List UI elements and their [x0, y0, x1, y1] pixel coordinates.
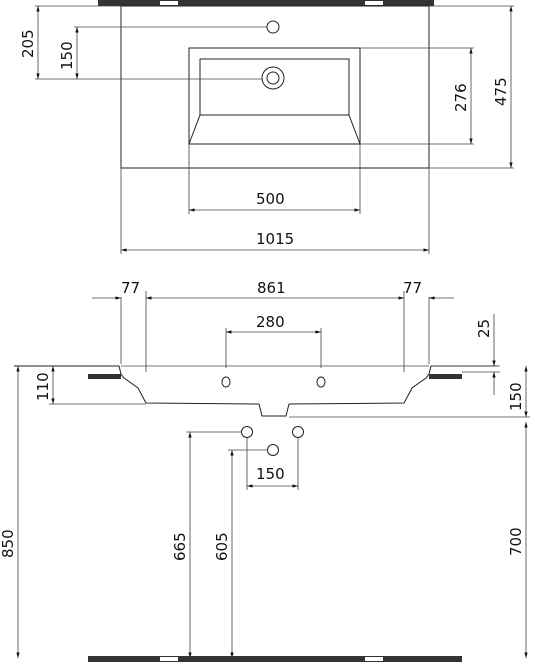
tap-hole-right-icon — [316, 376, 326, 388]
vanity-profile — [14, 365, 497, 405]
dim-25: 25 — [475, 319, 493, 338]
dim-280: 280 — [256, 313, 285, 331]
wall-right — [429, 374, 462, 379]
floor — [88, 656, 462, 662]
dim-110: 110 — [34, 372, 52, 401]
drain-icon — [261, 66, 285, 90]
drain-outlet — [258, 403, 290, 417]
dim-205: 205 — [19, 29, 37, 58]
basin-outer — [188, 47, 361, 145]
wall-top — [98, 0, 434, 6]
dim-500: 500 — [256, 190, 285, 208]
dim-861: 861 — [257, 279, 286, 297]
front-view: 77 861 77 280 25 110 150 — [0, 279, 530, 662]
tap-hole-left-icon — [221, 376, 231, 388]
dim-1015: 1015 — [256, 230, 294, 248]
dim-150-bottom: 150 — [256, 465, 285, 483]
tap-hole-icon — [266, 20, 280, 34]
top-view-outline — [120, 5, 430, 169]
dim-700: 700 — [507, 527, 525, 556]
dim-150-top: 150 — [58, 41, 76, 70]
dim-77-left: 77 — [121, 279, 140, 297]
dim-475: 475 — [492, 77, 510, 106]
drain-connection-icon — [267, 444, 279, 456]
dim-665: 665 — [171, 532, 189, 561]
dim-276: 276 — [452, 83, 470, 112]
basin-inner — [188, 58, 361, 145]
dim-77-right: 77 — [403, 279, 422, 297]
wall-left — [88, 374, 121, 379]
supply-right-icon — [292, 426, 304, 438]
dim-605: 605 — [213, 532, 231, 561]
dim-150-right: 150 — [507, 382, 525, 411]
top-view: 205 150 276 475 500 1015 — [19, 0, 514, 254]
supply-left-icon — [241, 426, 253, 438]
dim-850: 850 — [0, 529, 17, 558]
